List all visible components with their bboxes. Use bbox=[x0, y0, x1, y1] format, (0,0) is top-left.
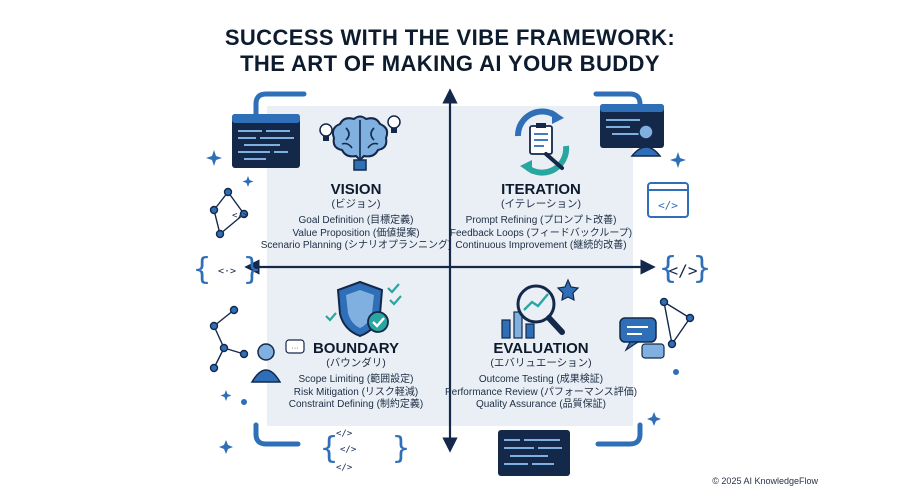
iteration-title: ITERATION bbox=[501, 181, 581, 198]
vision-section: VISION (ビジョン) Goal Definition (目標定義) Val… bbox=[246, 181, 466, 253]
vision-item: Value Proposition (価値提案) bbox=[292, 227, 420, 239]
bottom-tag-3: </> bbox=[336, 463, 353, 473]
code-brackets-bottom: { </> </> </> } bbox=[320, 429, 410, 473]
vision-subtitle: (ビジョン) bbox=[331, 198, 381, 210]
node-network-left-top: </> bbox=[209, 187, 249, 239]
boundary-section: BOUNDARY (バウンダリ) Scope Limiting (範囲設定) R… bbox=[246, 340, 466, 412]
svg-text:{: { bbox=[193, 252, 211, 287]
boundary-item: Constraint Defining (制約定義) bbox=[288, 399, 424, 410]
node-network-right bbox=[659, 297, 695, 349]
copyright-text: © 2025 AI KnowledgeFlow bbox=[712, 476, 818, 486]
magnifier-chart-icon bbox=[501, 278, 580, 339]
boundary-item: Risk Mitigation (リスク軽減) bbox=[293, 386, 419, 398]
code-brackets-left: { <·> } bbox=[193, 252, 261, 287]
code-tag-right: </> bbox=[658, 199, 678, 212]
title-line-2: THE ART OF MAKING AI YOUR BUDDY bbox=[240, 51, 660, 76]
iteration-item: Prompt Refining (プロンプト改善) bbox=[465, 215, 617, 226]
bottom-tag-2: </> bbox=[340, 445, 357, 455]
boundary-title: BOUNDARY bbox=[312, 340, 400, 357]
evaluation-item: Quality Assurance (品質保証) bbox=[475, 399, 607, 410]
bottom-tag-1: </> bbox=[336, 429, 353, 439]
code-tag-right-2: </> bbox=[669, 261, 698, 280]
shield-check-icon bbox=[325, 280, 402, 338]
evaluation-item: Outcome Testing (成果検証) bbox=[478, 374, 604, 385]
vision-item: Goal Definition (目標定義) bbox=[298, 215, 414, 226]
node-network-left-bottom bbox=[209, 305, 249, 373]
lightbulb-icon bbox=[319, 123, 333, 141]
small-code-window-right: </> bbox=[647, 182, 689, 218]
svg-text:{: { bbox=[659, 251, 677, 286]
boundary-subtitle: (バウンダリ) bbox=[326, 357, 386, 369]
code-brackets-right: { </> } bbox=[659, 251, 711, 286]
svg-text:}: } bbox=[693, 251, 711, 286]
svg-text:{: { bbox=[320, 431, 338, 466]
vision-title: VISION bbox=[330, 181, 382, 198]
evaluation-section: EVALUATION (エバリュエーション) Outcome Testing (… bbox=[431, 340, 651, 412]
frame-corner-bl bbox=[253, 422, 301, 447]
frame-corner-br bbox=[595, 422, 643, 447]
evaluation-subtitle: (エバリュエーション) bbox=[490, 357, 592, 369]
inline-brackets-left: <·> bbox=[218, 266, 236, 277]
brain-icon bbox=[319, 115, 401, 171]
boundary-item: Scope Limiting (範囲設定) bbox=[298, 374, 414, 385]
iteration-item: Feedback Loops (フィードバックループ) bbox=[449, 227, 633, 239]
iteration-section: ITERATION (イテレーション) Prompt Refining (プロン… bbox=[431, 181, 651, 253]
code-window-bottom-right bbox=[498, 430, 570, 476]
evaluation-title: EVALUATION bbox=[493, 340, 589, 357]
lightbulb-icon-2 bbox=[387, 115, 401, 133]
iteration-subtitle: (イテレーション) bbox=[500, 198, 582, 210]
title-line-1: SUCCESS WITH THE VIBE FRAMEWORK: bbox=[224, 25, 676, 50]
svg-text:}: } bbox=[392, 431, 410, 466]
vision-item: Scenario Planning (シナリオプランニング) bbox=[260, 240, 452, 251]
iteration-item: Continuous Improvement (継続的改善) bbox=[455, 240, 627, 251]
iteration-cycle-icon bbox=[514, 108, 570, 176]
svg-text:}: } bbox=[243, 252, 261, 287]
evaluation-item: Performance Review (パフォーマンス評価) bbox=[444, 386, 638, 398]
